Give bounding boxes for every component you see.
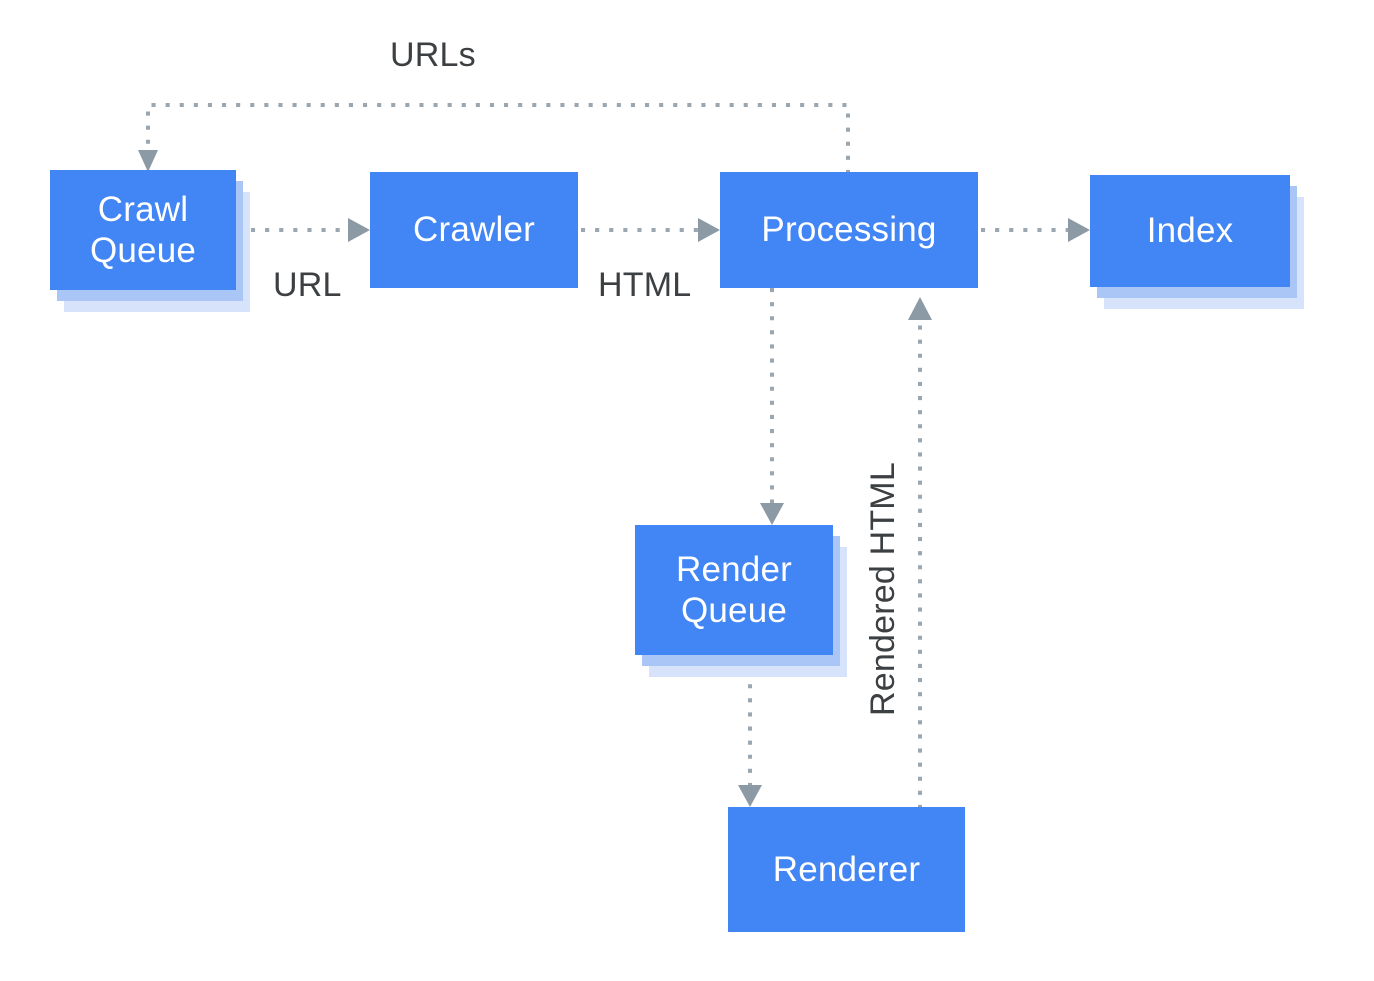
- node-face: Index: [1090, 175, 1290, 287]
- node-face: Processing: [720, 172, 978, 288]
- edge-label-html: HTML: [598, 266, 692, 304]
- edge-crawl-queue-to-crawler: [251, 218, 370, 242]
- edge-processing-to-render-queue: [760, 288, 784, 525]
- node-label-render-queue: Render Queue: [676, 549, 792, 630]
- edge-label-rendered-html: Rendered HTML: [864, 462, 902, 716]
- node-processing[interactable]: Processing: [720, 172, 978, 288]
- node-face: Renderer: [728, 807, 965, 932]
- node-index[interactable]: Index: [1090, 175, 1304, 309]
- node-face: Crawl Queue: [50, 170, 236, 290]
- edge-label-url: URL: [273, 266, 342, 304]
- edge-crawler-to-processing: [581, 218, 720, 242]
- edge-render-queue-to-renderer: [738, 656, 762, 807]
- node-label-processing: Processing: [761, 210, 937, 250]
- node-label-index: Index: [1146, 211, 1234, 251]
- edge-processing-to-crawl-queue: [138, 103, 850, 174]
- edge-processing-to-index: [981, 218, 1090, 242]
- node-label-crawl-queue: Crawl Queue: [89, 189, 197, 270]
- edge-renderer-to-processing: [908, 297, 932, 809]
- node-renderer[interactable]: Renderer: [728, 807, 965, 932]
- node-face: Render Queue: [635, 525, 833, 655]
- node-render-queue[interactable]: Render Queue: [635, 525, 847, 677]
- node-crawler[interactable]: Crawler: [370, 172, 578, 288]
- node-label-crawler: Crawler: [413, 210, 535, 250]
- edge-label-urls: URLs: [390, 36, 476, 74]
- node-label-renderer: Renderer: [772, 849, 921, 889]
- node-crawl-queue[interactable]: Crawl Queue: [50, 170, 250, 312]
- node-face: Crawler: [370, 172, 578, 288]
